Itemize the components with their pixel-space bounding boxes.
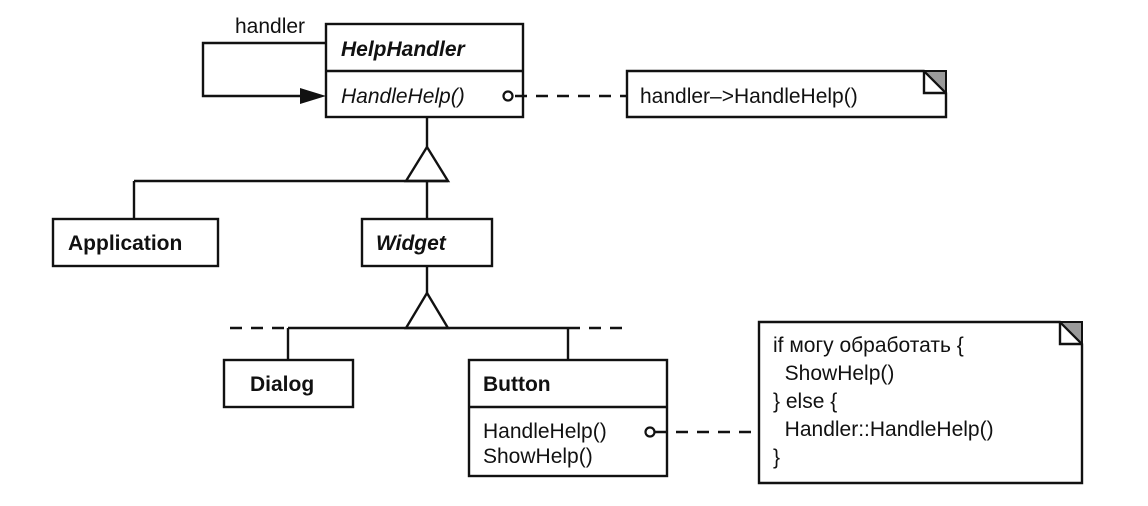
button-box bbox=[467, 358, 669, 478]
dialog-name: Dialog bbox=[250, 373, 314, 396]
application-box bbox=[51, 217, 220, 268]
inheritance-triangle-widget bbox=[403, 290, 451, 330]
helphandler-note-anchor bbox=[502, 90, 514, 102]
application-name: Application bbox=[68, 232, 182, 255]
widget-name: Widget bbox=[376, 232, 447, 255]
note-body bbox=[757, 320, 1084, 485]
helphandler-note-text: handler–>HandleHelp() bbox=[640, 85, 858, 108]
note-fold bbox=[922, 71, 946, 95]
button-operation-showhelp: ShowHelp() bbox=[483, 445, 593, 468]
button-note-line-3: } else { bbox=[773, 390, 837, 413]
class-dialog[interactable]: Dialog bbox=[222, 358, 355, 409]
helphandler-operation: HandleHelp() bbox=[341, 85, 465, 108]
class-application[interactable]: Application bbox=[51, 217, 220, 268]
note-body bbox=[625, 69, 948, 119]
dialog-box bbox=[222, 358, 355, 409]
button-name: Button bbox=[483, 373, 551, 396]
handler-association-arrowhead bbox=[300, 88, 326, 104]
helphandler-name: HelpHandler bbox=[341, 38, 467, 61]
helphandler-note: handler–>HandleHelp() bbox=[625, 69, 948, 119]
button-note-anchor bbox=[644, 426, 656, 438]
note-corner bbox=[1057, 321, 1083, 347]
class-helphandler[interactable]: HelpHandler HandleHelp() bbox=[324, 22, 525, 119]
button-operation-handlehelp: HandleHelp() bbox=[483, 420, 607, 443]
class-button[interactable]: Button HandleHelp() ShowHelp() bbox=[467, 358, 669, 478]
handler-association-label: handler bbox=[235, 15, 305, 38]
button-note-line-4: Handler::HandleHelp() bbox=[773, 418, 994, 441]
handler-association-line bbox=[201, 41, 326, 98]
note-fold bbox=[1058, 322, 1082, 346]
class-widget[interactable]: Widget bbox=[360, 217, 494, 268]
button-note-line-5: } bbox=[773, 446, 780, 469]
button-note-line-2: ShowHelp() bbox=[773, 362, 894, 385]
note-corner bbox=[921, 70, 947, 96]
inheritance-triangle-helphandler bbox=[403, 144, 451, 183]
button-note: if могу обработать { ShowHelp() } else {… bbox=[757, 320, 1084, 485]
button-note-line-1: if могу обработать { bbox=[773, 334, 964, 357]
